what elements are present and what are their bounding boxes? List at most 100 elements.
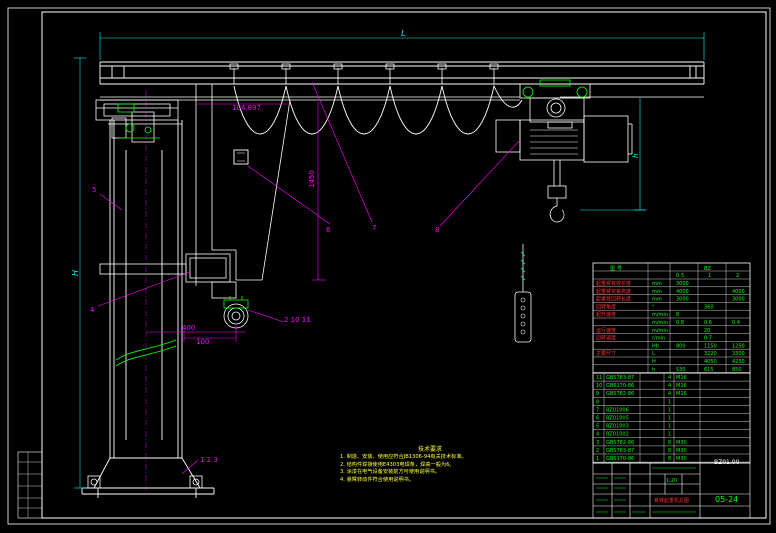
ptable-cell-v1: 0.8 xyxy=(676,320,684,326)
notes-title: 技术要求 xyxy=(417,446,442,453)
ptable-cell-v2: 0.6 xyxy=(704,320,712,326)
ptable-cell-unit: L xyxy=(652,351,655,357)
column-top xyxy=(95,99,182,143)
bom-cell-no: 4 xyxy=(596,432,599,438)
bom-cell-qty: 1 xyxy=(668,432,671,438)
note-line-4: 4. 悬臂转动件符合使用说明书。 xyxy=(340,476,415,483)
callout-7: 7 xyxy=(372,224,376,232)
base-bolts xyxy=(87,475,203,489)
title-block xyxy=(592,462,751,519)
junction-box xyxy=(233,149,249,165)
ptable-cell-v1: 8 xyxy=(676,312,679,318)
ptable-cell-unit: m/min xyxy=(652,312,668,318)
hoist-accents xyxy=(522,79,588,98)
callout-2-10-11: 2 10 11 xyxy=(284,316,311,324)
ptable-cell-label: 起升速度 xyxy=(596,311,616,318)
callout-4: 4 xyxy=(90,306,95,314)
bom-cell-no: 5 xyxy=(596,424,599,430)
note-line-2: 2. 结构件焊接使用E4303电焊条，焊高一般为6。 xyxy=(340,461,455,468)
jib-beam xyxy=(99,61,705,85)
bom-cell-qty: 1 xyxy=(668,424,671,430)
dim-100-label: 100 xyxy=(196,338,209,346)
ptable-cell-v2: 4050 xyxy=(704,359,717,365)
bom-cell-no: 9 xyxy=(596,391,599,397)
ptable-cell-v2: 1150 xyxy=(704,343,717,349)
hoist-trolley xyxy=(495,83,633,163)
bom-cell-qty: 1 xyxy=(668,399,671,405)
junction-box-inner xyxy=(237,152,245,162)
ptable-cell-label: 主要尺寸 xyxy=(596,350,616,357)
ptable-cell-label: 起重臂安装高度 xyxy=(596,288,631,295)
bom-cell-no: 11 xyxy=(596,375,602,381)
ptable-cell-unit: mm xyxy=(652,289,662,295)
bom-cell-no: 8 xyxy=(596,399,599,405)
ptable-header-c3: BZ xyxy=(704,266,712,272)
ptable-cell-v1: 530 xyxy=(676,367,686,373)
ptable-cell-label: 回转角度 xyxy=(596,303,616,310)
dim-400-label: 400 xyxy=(182,324,195,332)
bom-cell-code: BZ01003 xyxy=(606,424,629,430)
hook-block xyxy=(547,160,567,223)
pendant-buttons xyxy=(520,297,526,335)
ptable-cell-v2: 615 xyxy=(704,367,714,373)
hoist-drum xyxy=(530,129,578,155)
leader-lines xyxy=(97,81,521,475)
ptable-q-c3: 0.5 xyxy=(676,273,684,279)
bom-cell-qty: 8 xyxy=(668,456,671,462)
note-line-3: 3. 涂漆在电气设备安装前方可使用说明书。 xyxy=(340,469,440,476)
drawing-name: 悬臂起重机总图 xyxy=(654,497,689,504)
ptable-header-c1: 型 号 xyxy=(610,264,622,272)
bom-cell-code: BZ01002 xyxy=(606,432,629,438)
ptable-cell-unit: m/min xyxy=(652,328,668,334)
bom-cell-qty: 4 xyxy=(668,375,671,381)
sheet-number: 05-24 xyxy=(715,495,738,504)
dim-104-label: 104.897 xyxy=(232,104,261,112)
bom-cell-code: GB5782-86 xyxy=(606,440,634,446)
dim-span-L-label: L xyxy=(401,29,405,38)
bom-cell-mat: M16 xyxy=(676,383,687,389)
bom-cell-qty: 8 xyxy=(668,440,671,446)
ptable-cell-v2: 360 xyxy=(704,304,714,310)
ptable-cell-v1: 800 xyxy=(676,343,686,349)
ptable-cell-unit: mm xyxy=(652,297,662,303)
ptable-cell-label: 运行速度 xyxy=(596,327,616,334)
column-base xyxy=(81,457,215,498)
bom-cell-qty: 8 xyxy=(668,448,671,454)
dim-height-H-label: H xyxy=(71,270,80,276)
bom-cell-qty: 4 xyxy=(668,391,671,397)
note-line-1: 1. 制造、安装、使用应符合JB1306-94有关技术标准。 xyxy=(340,454,467,461)
bom-cell-code: GB6170-86 xyxy=(606,456,634,462)
ptable-cell-label: 起重臂回转长度 xyxy=(596,296,631,303)
dim-1450 xyxy=(312,102,326,281)
drawing-scale: 1:20 xyxy=(666,478,677,484)
bom-cell-code: BZ01005 xyxy=(606,416,629,422)
ptable-cell-v3: 3300 xyxy=(732,351,745,357)
bom-cell-no: 1 xyxy=(596,456,599,462)
bom-cell-code: GB5783-87 xyxy=(606,375,634,381)
ptable-cell-v2: 0.7 xyxy=(704,336,712,342)
ptable-cell-unit: r/min xyxy=(652,336,665,342)
bom-cell-code: GB6170-86 xyxy=(606,383,634,389)
drawing-number: BZ01.00 xyxy=(714,459,740,466)
dim-base xyxy=(146,324,246,342)
slewing-drive xyxy=(99,253,237,299)
left-strip-lines xyxy=(18,452,42,518)
ptable-cell-unit: ° xyxy=(652,304,655,310)
slewing-motor-accent xyxy=(223,296,249,309)
ptable-q-c4: 1 xyxy=(708,273,711,279)
bom-cell-no: 3 xyxy=(596,440,599,446)
callout-5: 5 xyxy=(92,186,96,194)
column-top-accents xyxy=(117,103,160,139)
ptable-cell-v1: 3000 xyxy=(676,297,689,303)
cable-trolleys xyxy=(229,63,499,84)
ptable-cell-v2: 20 xyxy=(704,328,710,334)
dim-h-label: h xyxy=(632,154,640,158)
beam-lower-rail xyxy=(100,96,704,101)
ptable-q-c5: 2 xyxy=(736,273,739,279)
ptable-cell-v3: 850 xyxy=(732,367,742,373)
technical-notes: 技术要求 1. 制造、安装、使用应符合JB1306-94有关技术标准。 2. 结… xyxy=(340,446,590,484)
